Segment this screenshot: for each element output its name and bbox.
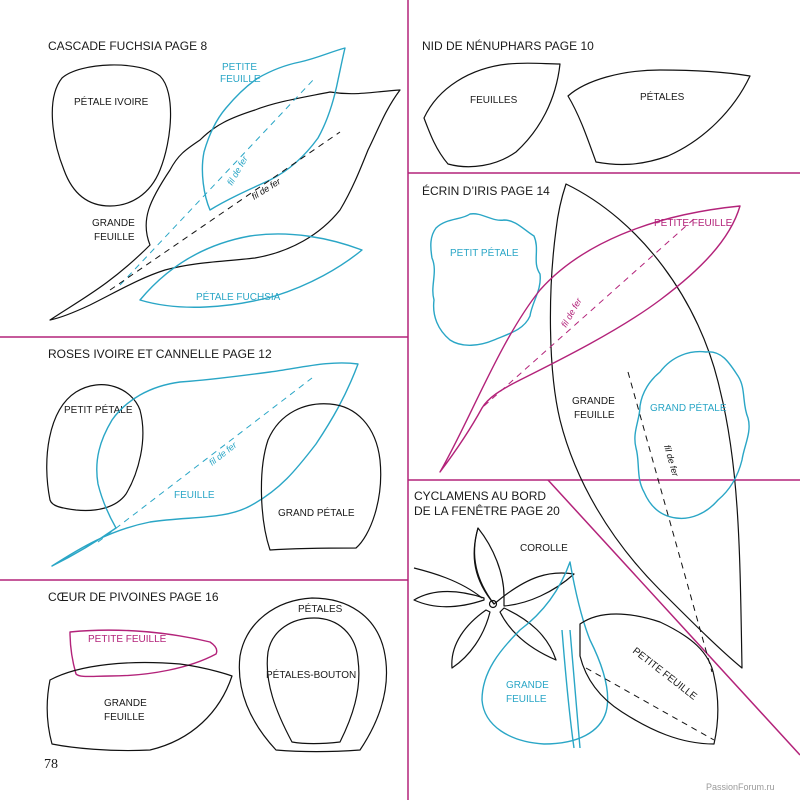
section-title-line-1: CYCLAMENS AU BORD [414,489,546,503]
section-nenuphars: NID DE NÉNUPHARS PAGE 10 FEUILLES PÉTALE… [422,38,751,168]
section-roses: ROSES IVOIRE ET CANNELLE PAGE 12 PETIT P… [46,347,382,567]
petale-fuchsia-label: PÉTALE FUCHSIA [196,290,281,303]
grain-line-2 [627,371,713,673]
feuille-label: FEUILLE [174,490,215,501]
grand-petale-label: GRAND PÉTALE [278,506,355,519]
petite-feuille-shape [439,205,741,473]
section-pivoines: CŒUR DE PIVOINES PAGE 16 PETITE FEUILLE … [46,590,388,753]
feuilles-label: FEUILLES [470,95,518,106]
petite-feuille-label: PETITE FEUILLE [654,218,733,229]
grain-label-1: fil de fer [559,295,584,329]
grande-feuille-label-2: FEUILLE [94,232,135,243]
section-title: NID DE NÉNUPHARS PAGE 10 [422,38,594,53]
petale-fuchsia-shape [139,233,363,308]
section-cascade-fuchsia: CASCADE FUCHSIA PAGE 8 PÉTALE IVOIRE GRA… [48,39,401,321]
grain-label-1: fil de fer [225,153,250,187]
grande-feuille-shape [49,89,401,321]
grain-line [97,377,313,543]
section-title: CASCADE FUCHSIA PAGE 8 [48,39,207,53]
petite-feuille-shape [579,613,719,745]
section-title: CŒUR DE PIVOINES PAGE 16 [48,590,219,604]
petite-feuille-label: PETITE FEUILLE [630,646,699,703]
petit-petale-shape [430,213,541,346]
grand-petale-label: GRAND PÉTALE [650,401,727,414]
grande-feuille-label-1: GRANDE [104,698,147,709]
section-cyclamens: CYCLAMENS AU BORD DE LA FENÊTRE PAGE 20 … [413,489,719,749]
petales-bouton-shape [266,617,360,745]
section-title-line-2: DE LA FENÊTRE PAGE 20 [414,503,560,518]
grande-feuille-label-2: FEUILLE [574,410,615,421]
corolle-label: COROLLE [520,543,568,554]
section-iris: ÉCRIN D’IRIS PAGE 14 PETIT PÉTALE GRANDE… [422,183,750,673]
petit-petale-shape [46,384,144,512]
petales-label: PÉTALES [298,602,343,615]
petales-label: PÉTALES [640,90,685,103]
petale-ivoire-label: PÉTALE IVOIRE [74,95,149,108]
petite-feuille-label-2: FEUILLE [220,74,261,85]
grand-petale-shape [634,350,750,520]
petale-ivoire-shape [51,64,172,207]
grande-feuille-label-1: GRANDE [572,396,615,407]
petales-bouton-label: PÉTALES-BOUTON [266,668,356,681]
watermark: PassionForum.ru [706,782,775,792]
grande-feuille-shape [46,661,233,752]
divider-diagonal [547,479,800,756]
grain-label-2: fil de fer [662,444,681,478]
petite-feuille-label-1: PETITE [222,62,257,73]
grande-feuille-label-1: GRANDE [92,218,135,229]
petit-petale-label: PETIT PÉTALE [450,246,519,259]
grande-feuille-shape [549,183,743,669]
corolle-shape [413,527,575,669]
grain-line-2 [109,131,341,291]
grain-label-2: fil de fer [250,176,283,202]
petite-feuille-shape [201,47,346,211]
grande-feuille-shape [481,561,609,745]
grande-feuille-label-2: FEUILLE [506,694,547,705]
feuilles-shape [423,62,561,168]
petit-petale-label: PETIT PÉTALE [64,403,133,416]
petite-feuille-label: PETITE FEUILLE [88,634,167,645]
grande-feuille-label-2: FEUILLE [104,712,145,723]
grain-label: fil de fer [207,439,239,467]
page-number: 78 [44,757,58,772]
petales-shape [238,597,388,753]
feuille-shape [51,362,359,567]
grande-feuille-label-1: GRANDE [506,680,549,691]
grand-petale-shape [260,403,382,551]
section-title: ROSES IVOIRE ET CANNELLE PAGE 12 [48,347,272,361]
grain-line-1 [119,77,316,286]
petales-shape [567,69,751,166]
grande-feuille-stem [561,629,581,749]
section-title: ÉCRIN D’IRIS PAGE 14 [422,183,550,198]
petite-feuille-grain [585,667,715,741]
grain-line-1 [483,217,696,407]
